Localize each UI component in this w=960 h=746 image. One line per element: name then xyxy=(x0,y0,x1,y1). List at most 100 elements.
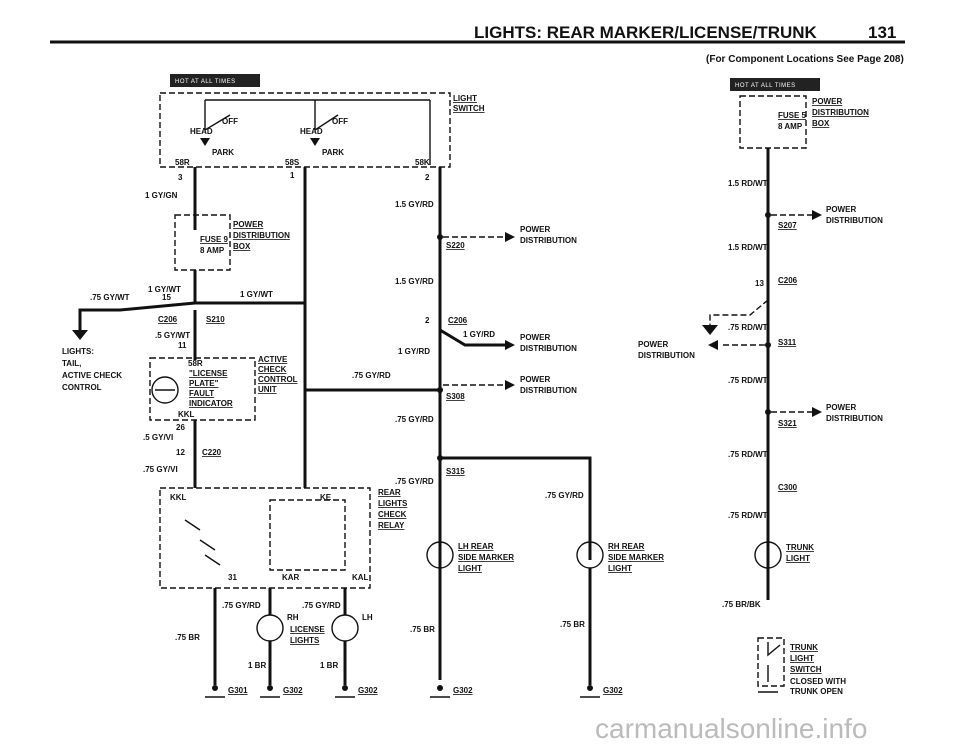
fuse9-block-1: POWER xyxy=(233,220,263,229)
fuse5-block-1: POWER xyxy=(812,97,842,106)
left-note-2: TAIL, xyxy=(62,359,81,368)
license-name-2: LIGHTS xyxy=(290,636,320,645)
hot-badge-left xyxy=(170,74,260,87)
terminal-58s: 58S xyxy=(285,158,300,167)
left-note-1: LIGHTS: xyxy=(62,347,94,356)
fuse5-amp: 8 AMP xyxy=(778,122,803,131)
hot-badge-right xyxy=(730,78,820,91)
label-1-gy-gn: 1 GY/GN xyxy=(145,191,178,200)
lcc-title-2: CHECK xyxy=(258,365,287,374)
lcc-title-3: CONTROL xyxy=(258,375,298,384)
label-75-gy-rd-d: .75 GY/RD xyxy=(395,415,434,424)
conn-c206r: C206 xyxy=(778,276,798,285)
label-15-rd-wt-a: 1.5 RD/WT xyxy=(728,179,768,188)
relay-name-1: REAR xyxy=(378,488,401,497)
conn-s207: S207 xyxy=(778,221,797,230)
rh-marker-2: SIDE MARKER xyxy=(608,553,664,562)
switch-off-right: OFF xyxy=(332,117,348,126)
relay-ke: KE xyxy=(320,493,332,502)
license-lh: LH xyxy=(362,613,373,622)
power-dist-6a: POWER xyxy=(826,403,856,412)
page-subtitle: (For Component Locations See Page 208) xyxy=(706,54,904,65)
lcc-pin-26: 26 xyxy=(176,423,185,432)
label-75-gy-rd-e: .75 GY/RD xyxy=(395,477,434,486)
label-75-rd-wt-d: .75 RD/WT xyxy=(728,511,768,520)
fuse9-box xyxy=(174,214,231,271)
label-75-br-bk: .75 BR/BK xyxy=(722,600,761,609)
label-12: 12 xyxy=(176,448,185,457)
ground-g301-label: G301 xyxy=(228,686,248,695)
label-75-rd-wt-b: .75 RD/WT xyxy=(728,376,768,385)
license-rh: RH xyxy=(287,613,299,622)
label-75-gy-vi: .75 GY/VI xyxy=(143,465,178,474)
label-15-gy-rd-b: 1.5 GY/RD xyxy=(395,277,434,286)
relay-name-2: LIGHTS xyxy=(378,499,408,508)
relay-kkl: KKL xyxy=(170,493,187,502)
switch-head-right: HEAD xyxy=(300,127,323,136)
label-1-gy-wt: 1 GY/WT xyxy=(148,285,181,294)
label-75-gy-rd-b: .75 GY/RD xyxy=(222,601,261,610)
relay-kal: KAL xyxy=(352,573,369,582)
conn-s321: S321 xyxy=(778,419,797,428)
trunk-light-2: LIGHT xyxy=(786,554,810,563)
ground-g302-a-label: G302 xyxy=(283,686,303,695)
label-75-br-a: .75 BR xyxy=(175,633,200,642)
conn-s220: S220 xyxy=(446,241,465,250)
conn-s311: S311 xyxy=(778,338,797,347)
relay-name-4: RELAY xyxy=(378,521,405,530)
power-dist-3b: DISTRIBUTION xyxy=(520,386,577,395)
conn-c206: C206 xyxy=(158,315,178,324)
switch-head-left: HEAD xyxy=(190,127,213,136)
label-75-gy-rd-c: .75 GY/RD xyxy=(302,601,341,610)
conn-s210: S210 xyxy=(206,315,225,324)
conn-c206b: C206 xyxy=(448,316,468,325)
label-1-gy-rd-a: 1 GY/RD xyxy=(463,330,495,339)
relay-coil xyxy=(269,499,346,571)
relay-box xyxy=(159,487,371,589)
watermark: carmanualsonline.info xyxy=(595,713,867,744)
trunk-light xyxy=(754,541,782,569)
relay-31: 31 xyxy=(228,573,237,582)
fuse5-label: FUSE 5 xyxy=(778,111,807,120)
relay-name-3: CHECK xyxy=(378,510,407,519)
trunk-sw-1: TRUNK xyxy=(790,643,818,652)
trunk-sw-2: LIGHT xyxy=(790,654,814,663)
rh-marker-1: RH REAR xyxy=(608,542,645,551)
wire-1-gy-rd-branch xyxy=(439,328,505,347)
conn-s308: S308 xyxy=(446,392,465,401)
fuse5-block-3: BOX xyxy=(812,119,830,128)
power-dist-2a: POWER xyxy=(520,333,550,342)
label-75-rd-wt-c: .75 RD/WT xyxy=(728,450,768,459)
label-13: 13 xyxy=(755,279,764,288)
label-5-gy-vi: .5 GY/VI xyxy=(143,433,173,442)
switch-park-left: PARK xyxy=(212,148,234,157)
pin-1: 1 xyxy=(290,171,295,180)
lcc-ind-4: INDICATOR xyxy=(189,399,233,408)
check-control-box xyxy=(149,357,256,421)
switch-off-left: OFF xyxy=(222,117,238,126)
trunk-note-1: CLOSED WITH xyxy=(790,677,846,686)
label-75-gy-wt: .75 GY/WT xyxy=(90,293,130,302)
terminal-58r: 58R xyxy=(175,158,190,167)
conn-s315: S315 xyxy=(446,467,465,476)
label-15: 15 xyxy=(162,293,171,302)
page-number: 131 xyxy=(868,23,896,42)
label-1-br-b: 1 BR xyxy=(320,661,338,670)
lh-marker-light xyxy=(426,541,454,569)
light-switch-name-2: SWITCH xyxy=(453,104,485,113)
hot-badge-right-text: HOT AT ALL TIMES xyxy=(735,83,796,89)
wire-s315-rh xyxy=(440,456,592,560)
terminal-58k: 58K xyxy=(415,158,430,167)
switch-arm-left xyxy=(204,114,231,131)
fuse5-box xyxy=(739,95,807,149)
lh-marker-1: LH REAR xyxy=(458,542,494,551)
label-11: 11 xyxy=(178,341,187,350)
lcc-ind-1: "LICENSE xyxy=(189,369,228,378)
lh-marker-3: LIGHT xyxy=(458,564,482,573)
fuse9-label: FUSE 9 xyxy=(200,235,229,244)
power-dist-1b: DISTRIBUTION xyxy=(520,236,577,245)
label-15-gy-rd-a: 1.5 GY/RD xyxy=(395,200,434,209)
power-dist-4b: DISTRIBUTION xyxy=(826,216,883,225)
power-dist-5a: POWER xyxy=(638,340,668,349)
